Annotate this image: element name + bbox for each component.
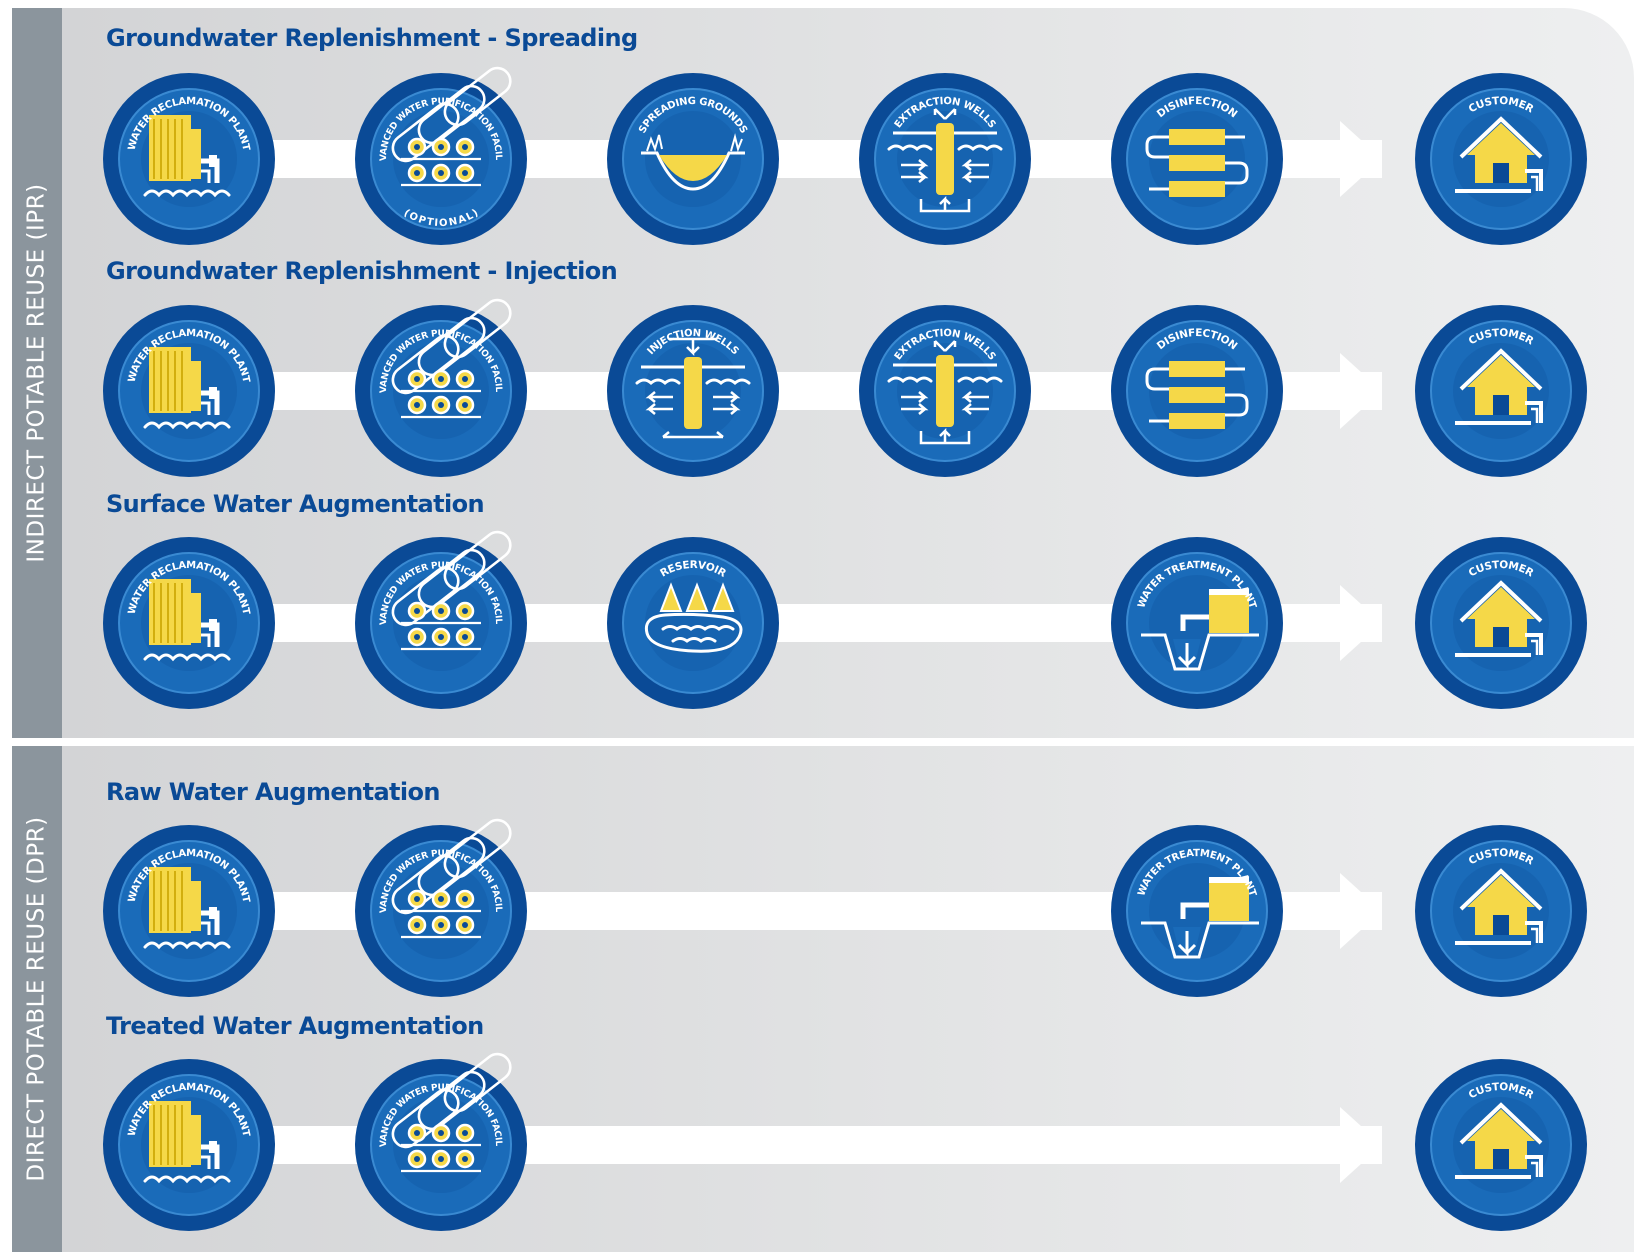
building-icon [143,1101,231,1184]
house-node: CUSTOMER [1415,73,1587,245]
building-node: WATER RECLAMATION PLANT [103,825,275,997]
node-water-reclamation-plant: WATER RECLAMATION PLANT [100,70,278,248]
node-advanced-water-purification-facility: ADVANCED WATER PURIFICATION FACILITY [352,1052,530,1234]
row-title-surface: Surface Water Augmentation [106,490,485,518]
node-customer: CUSTOMER [1412,822,1590,1000]
node-extraction-wells: EXTRACTION WELLS [856,70,1034,248]
node-water-reclamation-plant: WATER RECLAMATION PLANT [100,1056,278,1234]
membranes-node: ADVANCED WATER PURIFICATION FACILITY [355,530,527,709]
membranes-icon [391,530,512,651]
membranes-node: ADVANCED WATER PURIFICATION FACILITY(OPT… [355,66,527,245]
flow-arrowhead [1340,1107,1382,1183]
flow-arrowhead [1340,873,1382,949]
dpr-band: DIRECT POTABLE REUSE (DPR) [12,746,62,1252]
house-icon [1455,580,1543,657]
extraction-well-icon [887,108,1003,213]
treatment-plant-icon [1141,877,1259,959]
building-icon [143,347,231,430]
house-icon [1455,116,1543,193]
membranes-icon [391,66,512,187]
building-node: WATER RECLAMATION PLANT [103,1059,275,1231]
extraction-well-icon [887,340,1003,445]
reservoir-icon [644,582,743,653]
building-icon [143,867,231,950]
treatment-plant-icon [1141,589,1259,671]
extraction-well-node: EXTRACTION WELLS [859,73,1031,245]
node-water-reclamation-plant: WATER RECLAMATION PLANT [100,822,278,1000]
flow-arrowhead [1340,353,1382,429]
reservoir-node: RESERVOIR [607,537,779,709]
row-title-treated: Treated Water Augmentation [106,1012,484,1040]
node-advanced-water-purification-facility: ADVANCED WATER PURIFICATION FACILITY [352,298,530,480]
basin-node: SPREADING GROUNDS [607,73,779,245]
ipr-section: INDIRECT POTABLE REUSE (IPR) Groundwater… [12,8,1634,738]
node-customer: CUSTOMER [1412,70,1590,248]
injection-well-node: INJECTION WELLS [607,305,779,477]
house-node: CUSTOMER [1415,305,1587,477]
building-node: WATER RECLAMATION PLANT [103,305,275,477]
disinfection-icon [1145,361,1249,429]
membranes-node: ADVANCED WATER PURIFICATION FACILITY [355,1052,527,1231]
node-water-treatment-plant: WATER TREATMENT PLANT [1108,822,1286,1000]
row-title-injection: Groundwater Replenishment - Injection [106,257,618,285]
node-disinfection: DISINFECTION [1108,302,1286,480]
node-customer: CUSTOMER [1412,1056,1590,1234]
house-icon [1455,1102,1543,1179]
node-water-treatment-plant: WATER TREATMENT PLANT [1108,534,1286,712]
treatment-plant-node: WATER TREATMENT PLANT [1111,537,1283,709]
membranes-node: ADVANCED WATER PURIFICATION FACILITY [355,298,527,477]
building-node: WATER RECLAMATION PLANT [103,73,275,245]
injection-well-icon [635,337,751,439]
node-water-reclamation-plant: WATER RECLAMATION PLANT [100,534,278,712]
node-spreading-grounds: SPREADING GROUNDS [604,70,782,248]
membranes-node: ADVANCED WATER PURIFICATION FACILITY [355,818,527,997]
membranes-icon [391,818,512,939]
disinfection-icon [1145,129,1249,197]
basin-icon [641,133,745,191]
disinfection-node: DISINFECTION [1111,305,1283,477]
building-icon [143,115,231,198]
node-advanced-water-purification-facility: ADVANCED WATER PURIFICATION FACILITY [352,530,530,712]
row-title-raw: Raw Water Augmentation [106,778,441,806]
house-icon [1455,868,1543,945]
membranes-icon [391,298,512,419]
flow-arrowhead [1340,121,1382,197]
node-customer: CUSTOMER [1412,302,1590,480]
house-node: CUSTOMER [1415,1059,1587,1231]
dpr-section: DIRECT POTABLE REUSE (DPR) Raw Water Aug… [12,746,1634,1252]
node-reservoir: RESERVOIR [604,534,782,712]
dpr-band-label: DIRECT POTABLE REUSE (DPR) [24,816,51,1182]
node-extraction-wells: EXTRACTION WELLS [856,302,1034,480]
building-node: WATER RECLAMATION PLANT [103,537,275,709]
treatment-plant-node: WATER TREATMENT PLANT [1111,825,1283,997]
node-injection-wells: INJECTION WELLS [604,302,782,480]
house-node: CUSTOMER [1415,537,1587,709]
node-disinfection: DISINFECTION [1108,70,1286,248]
house-node: CUSTOMER [1415,825,1587,997]
flow-arrowhead [1340,585,1382,661]
row-title-spreading: Groundwater Replenishment - Spreading [106,24,638,52]
node-advanced-water-purification-facility: ADVANCED WATER PURIFICATION FACILITY [352,818,530,1000]
ipr-band: INDIRECT POTABLE REUSE (IPR) [12,8,62,738]
building-icon [143,579,231,662]
membranes-icon [391,1052,512,1173]
node-customer: CUSTOMER [1412,534,1590,712]
house-icon [1455,348,1543,425]
node-water-reclamation-plant: WATER RECLAMATION PLANT [100,302,278,480]
node-advanced-water-purification-facility: ADVANCED WATER PURIFICATION FACILITY(OPT… [352,66,530,248]
disinfection-node: DISINFECTION [1111,73,1283,245]
extraction-well-node: EXTRACTION WELLS [859,305,1031,477]
ipr-band-label: INDIRECT POTABLE REUSE (IPR) [24,183,51,563]
